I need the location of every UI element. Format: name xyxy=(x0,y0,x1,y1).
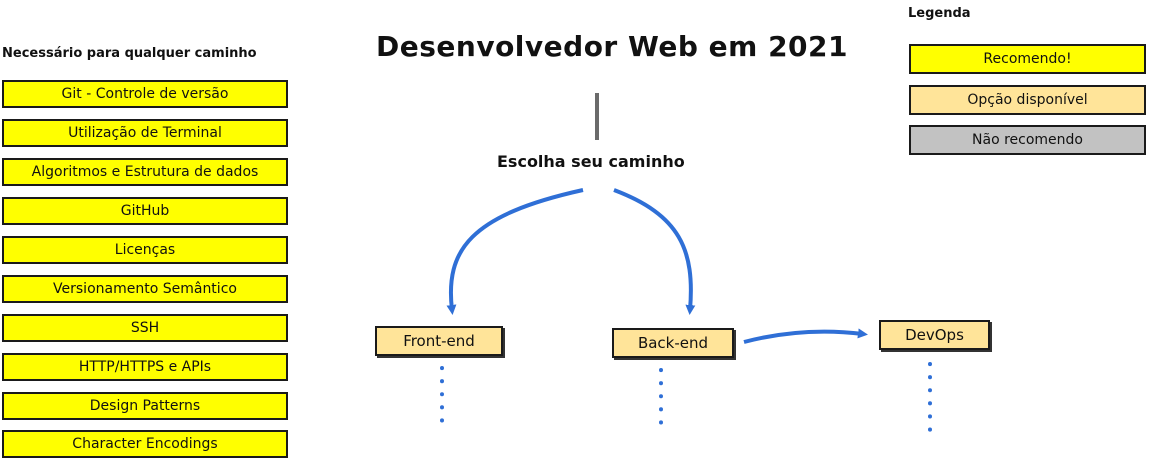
required-item-ssh[interactable]: SSH xyxy=(2,314,288,342)
legend-recommend: Recomendo! xyxy=(909,44,1146,74)
required-item-licenses[interactable]: Licenças xyxy=(2,236,288,264)
arrow-to-frontend xyxy=(446,188,584,315)
arrow-to-backend xyxy=(613,188,696,315)
arrow-to-devops xyxy=(743,328,868,344)
frontend-node[interactable]: Front-end xyxy=(375,326,503,356)
legend-available: Opção disponível xyxy=(909,85,1146,115)
choose-path-label: Escolha seu caminho xyxy=(497,152,685,171)
required-item-semver[interactable]: Versionamento Semântico xyxy=(2,275,288,303)
legend-not-recommend: Não recomendo xyxy=(909,125,1146,155)
legend-heading: Legenda xyxy=(908,6,971,21)
page-title: Desenvolvedor Web em 2021 xyxy=(376,30,848,63)
backend-node[interactable]: Back-end xyxy=(612,328,734,358)
required-item-terminal[interactable]: Utilização de Terminal xyxy=(2,119,288,147)
required-item-design-patterns[interactable]: Design Patterns xyxy=(2,392,288,420)
required-item-git[interactable]: Git - Controle de versão xyxy=(2,80,288,108)
devops-node[interactable]: DevOps xyxy=(879,320,990,350)
required-item-algorithms[interactable]: Algoritmos e Estrutura de dados xyxy=(2,158,288,186)
required-item-http[interactable]: HTTP/HTTPS e APIs xyxy=(2,353,288,381)
required-heading: Necessário para qualquer caminho xyxy=(2,46,257,61)
required-item-encodings[interactable]: Character Encodings xyxy=(2,430,288,458)
required-item-github[interactable]: GitHub xyxy=(2,197,288,225)
